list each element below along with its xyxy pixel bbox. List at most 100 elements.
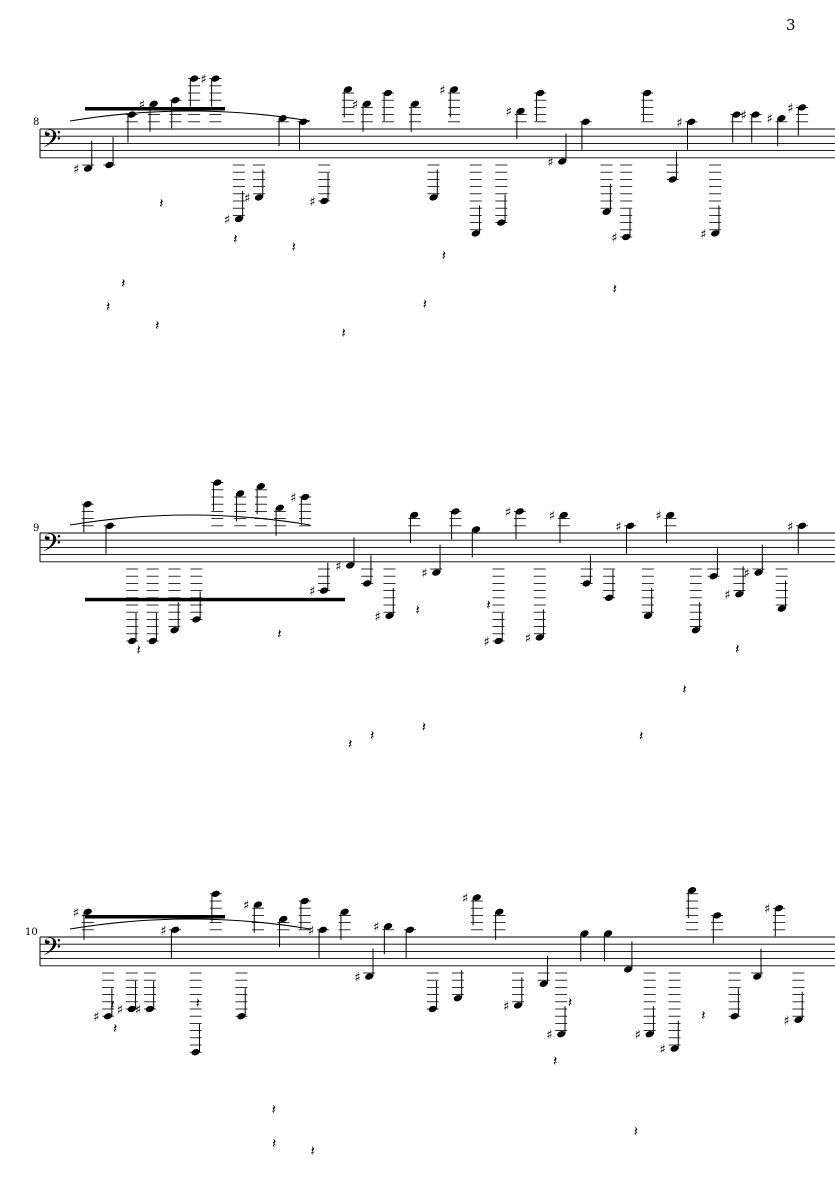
rest-icon: 𝄽 <box>613 282 617 298</box>
sharp-icon: ♯ <box>244 191 250 206</box>
notehead <box>383 89 393 97</box>
sharp-icon: ♯ <box>309 585 315 600</box>
notehead <box>83 501 92 508</box>
sharp-icon: ♯ <box>73 906 79 921</box>
rest-icon: 𝄽 <box>196 996 200 1012</box>
page-number: 3 <box>786 16 796 34</box>
sharp-icon: ♯ <box>787 101 793 116</box>
notehead <box>687 118 696 125</box>
notehead <box>237 1013 246 1020</box>
notehead <box>346 562 355 569</box>
sharp-icon: ♯ <box>308 924 314 939</box>
notehead <box>494 637 503 645</box>
notehead <box>582 580 591 587</box>
rest-icon: 𝄽 <box>701 1008 705 1024</box>
staff-system: 𝄢♯♯♯♯♯♯♯♯♯♯♯♯♯♯𝄽𝄽𝄽𝄽𝄽𝄽𝄽𝄽𝄽𝄽 <box>39 479 835 752</box>
notehead <box>105 522 114 529</box>
sharp-icon: ♯ <box>73 163 79 178</box>
notehead <box>754 569 763 576</box>
sharp-icon: ♯ <box>741 109 747 124</box>
rest-icon: 𝄽 <box>113 1021 117 1037</box>
rest-icon: 𝄽 <box>682 682 686 698</box>
notehead <box>713 912 722 919</box>
bass-clef-icon: 𝄢 <box>42 933 61 968</box>
notehead <box>171 926 180 933</box>
notehead <box>557 1031 566 1038</box>
slur <box>69 110 311 122</box>
sharp-icon: ♯ <box>352 98 358 113</box>
notehead <box>559 511 568 519</box>
notehead <box>319 587 329 594</box>
rest-icon: 𝄽 <box>272 1136 276 1152</box>
rest-icon: 𝄽 <box>348 736 352 752</box>
notehead <box>213 479 222 486</box>
rest-icon: 𝄽 <box>639 728 643 744</box>
rest-icon: 𝄽 <box>292 240 296 256</box>
notehead <box>362 100 371 107</box>
sharp-icon: ♯ <box>290 491 296 506</box>
notehead <box>497 219 506 226</box>
notehead <box>103 1013 113 1020</box>
notehead <box>211 890 220 897</box>
rest-icon: 𝄽 <box>422 719 426 735</box>
notehead <box>711 230 720 237</box>
rest-icon: 𝄽 <box>272 1102 276 1118</box>
sharp-icon: ♯ <box>724 588 730 603</box>
notehead <box>170 627 179 634</box>
sharp-icon: ♯ <box>764 902 770 917</box>
sharp-icon: ♯ <box>462 891 468 906</box>
rest-icon: 𝄽 <box>277 626 281 642</box>
rest-icon: 𝄽 <box>311 1144 315 1160</box>
sharp-icon: ♯ <box>117 1003 123 1018</box>
sharp-icon: ♯ <box>224 213 230 228</box>
sharp-icon: ♯ <box>135 1003 141 1018</box>
measure-number-8: 8 <box>33 117 40 128</box>
rest-icon: 𝄽 <box>442 248 446 264</box>
slur <box>69 918 311 930</box>
notehead <box>777 115 786 122</box>
measure-number-10: 10 <box>25 927 38 938</box>
rest-icon: 𝄽 <box>342 325 346 341</box>
notehead <box>300 897 309 905</box>
notehead <box>301 493 310 501</box>
sharp-icon: ♯ <box>506 105 512 120</box>
sharp-icon: ♯ <box>200 73 206 88</box>
rest-icon: 𝄽 <box>568 995 572 1011</box>
notehead <box>797 522 807 529</box>
notehead <box>279 915 288 923</box>
bass-clef-icon: 𝄢 <box>42 529 61 564</box>
notehead <box>171 97 180 104</box>
notehead <box>236 490 245 497</box>
notehead <box>429 194 438 201</box>
notehead <box>340 908 349 915</box>
notehead <box>405 926 415 933</box>
rest-icon: 𝄽 <box>155 318 159 334</box>
bass-clef-icon: 𝄢 <box>42 125 61 160</box>
sharp-icon: ♯ <box>421 567 427 582</box>
sharp-icon: ♯ <box>243 899 249 914</box>
rest-icon: 𝄽 <box>106 299 110 315</box>
notehead <box>148 637 157 645</box>
notehead <box>343 86 353 93</box>
notehead <box>753 973 762 980</box>
notehead <box>384 923 393 930</box>
notehead <box>363 580 372 587</box>
notehead <box>105 161 114 169</box>
rest-icon: 𝄽 <box>121 276 125 292</box>
notehead <box>128 637 137 645</box>
rest-icon: 𝄽 <box>110 997 114 1013</box>
notehead <box>709 573 718 580</box>
notehead <box>127 1005 136 1013</box>
sharp-icon: ♯ <box>743 567 749 582</box>
notehead <box>254 194 264 201</box>
rest-icon: 𝄽 <box>233 231 237 247</box>
notehead <box>432 569 441 576</box>
notehead <box>450 86 459 93</box>
notehead <box>691 627 700 634</box>
notehead <box>471 230 480 237</box>
notehead <box>275 504 284 511</box>
notehead <box>385 612 394 619</box>
notehead <box>256 483 266 490</box>
notehead <box>605 594 614 601</box>
notehead <box>365 973 374 980</box>
